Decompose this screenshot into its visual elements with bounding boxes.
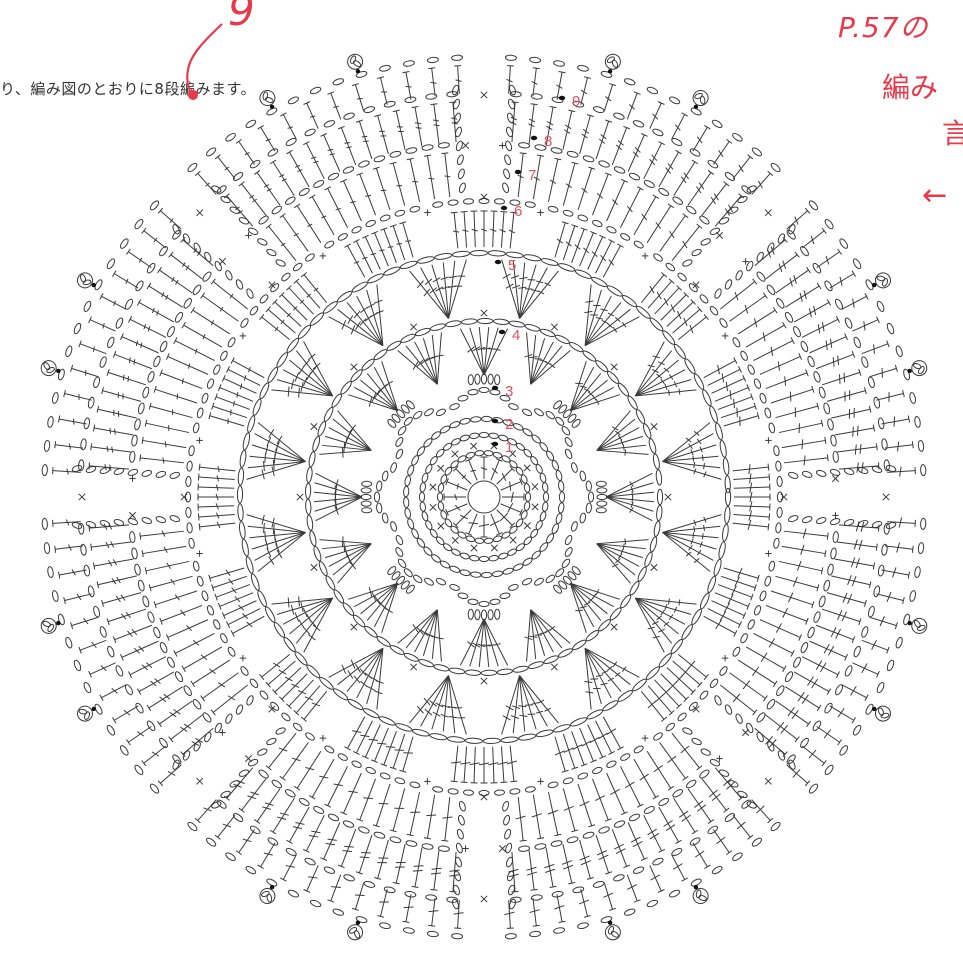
row-start-dot xyxy=(495,260,501,264)
left-arrow-icon: ← xyxy=(922,178,947,213)
handwritten-note-line: 言 xyxy=(942,112,963,152)
row-number-label: 4 xyxy=(512,327,520,344)
row-number-label: 3 xyxy=(505,383,513,400)
row-number-label: 5 xyxy=(508,257,516,274)
row-number-label: 7 xyxy=(528,167,536,184)
row-start-dot xyxy=(492,442,498,446)
row-number-label: 9 xyxy=(572,93,580,110)
row-start-dot xyxy=(499,330,505,334)
row-number-label: 6 xyxy=(514,203,522,220)
row-start-dot xyxy=(515,170,521,174)
row-start-dot xyxy=(531,136,537,140)
row-start-dot xyxy=(492,419,498,423)
handwritten-row-count: 9 xyxy=(228,0,255,35)
row-number-label: 1 xyxy=(505,439,513,456)
row-number-label: 8 xyxy=(544,133,552,150)
handwritten-page-note: P.57の xyxy=(838,6,929,46)
row-number-label: 2 xyxy=(505,416,513,433)
row-start-dot xyxy=(492,386,498,390)
row-start-dot xyxy=(501,206,507,210)
motif-strokes xyxy=(41,54,927,940)
row-number-labels: 1 2 3 4 5 6 78 9 xyxy=(505,93,580,456)
row-start-dot xyxy=(559,96,565,100)
handwritten-note-line: 編み xyxy=(882,66,938,106)
